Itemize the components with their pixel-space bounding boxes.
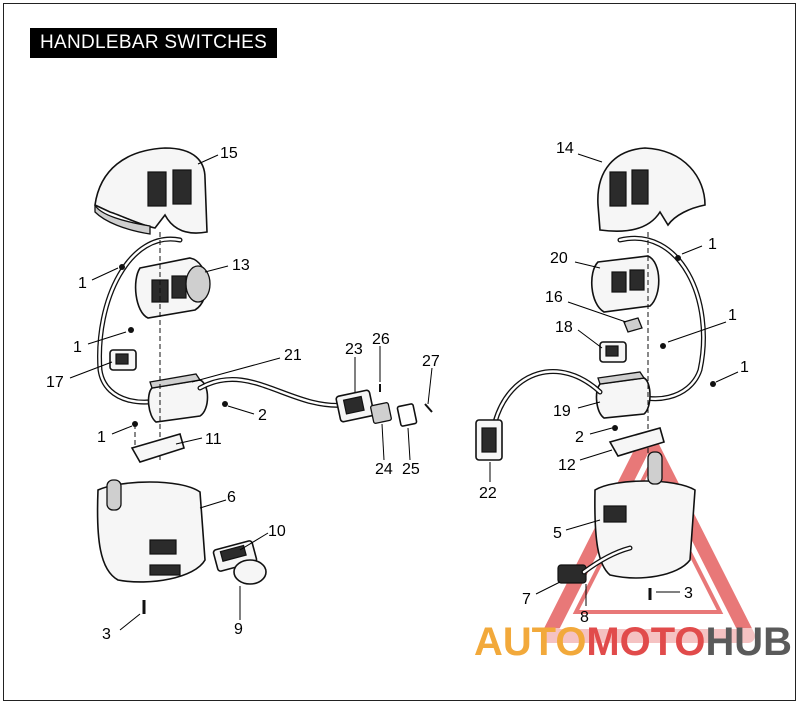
right-switch-assembly: [475, 147, 716, 600]
callout-5: 5: [553, 525, 562, 542]
terminal-24: [370, 402, 392, 424]
callout-7: 7: [522, 591, 531, 608]
callout-16: 16: [545, 289, 563, 306]
callout-labels: 15 1 13 1 17 21 23 26 27 2 1 11 24 25 6 …: [46, 140, 749, 643]
callout-26: 26: [372, 331, 390, 348]
callout-23: 23: [345, 341, 363, 358]
callout-22: 22: [479, 485, 497, 502]
callout-12: 12: [558, 457, 576, 474]
callout-24: 24: [375, 461, 393, 478]
right-lower-housing-5: [594, 451, 696, 579]
callout-8: 8: [580, 609, 589, 626]
connector-22: [475, 419, 503, 461]
left-switch-assembly: [94, 147, 433, 614]
page-title: HANDLEBAR SWITCHES: [40, 32, 268, 53]
title-banner: HANDLEBAR SWITCHES: [30, 28, 278, 58]
bracket-11: [130, 433, 185, 463]
right-upper-housing-14: [597, 147, 706, 232]
callout-2: 2: [575, 429, 584, 446]
callout-19: 19: [553, 403, 571, 420]
watermark-logo: AUTOMOTOHUB: [474, 620, 794, 664]
callout-27: 27: [422, 353, 440, 370]
callout-1: 1: [728, 307, 737, 324]
bracket-12: [608, 427, 665, 457]
callout-15: 15: [220, 145, 238, 162]
callout-20: 20: [550, 250, 568, 267]
connector-7-8: [557, 545, 633, 584]
leader-lines: [69, 153, 739, 631]
left-switch-block-21: [147, 373, 209, 423]
left-switch-module-13: [134, 257, 211, 319]
callout-1: 1: [78, 275, 87, 292]
callout-3: 3: [102, 626, 111, 643]
callout-3: 3: [684, 585, 693, 602]
connector-23: [335, 389, 375, 423]
callout-18: 18: [555, 319, 573, 336]
callout-25: 25: [402, 461, 420, 478]
watermark-auto: AUTO: [474, 620, 586, 664]
callout-13: 13: [232, 257, 250, 274]
right-switch-18: [599, 341, 627, 363]
pin-27: [424, 403, 433, 413]
right-switch-module-20: [591, 255, 660, 313]
callout-2: 2: [258, 407, 267, 424]
callout-10: 10: [268, 523, 286, 540]
callout-9: 9: [234, 621, 243, 638]
right-screws: [612, 255, 716, 431]
callout-6: 6: [227, 489, 236, 506]
left-upper-housing: [94, 147, 208, 235]
callout-21: 21: [284, 347, 302, 364]
right-switch-block-19: [595, 371, 651, 419]
watermark-moto: MOTO: [586, 620, 705, 664]
svg-text:AUTOMOTOHUB: AUTOMOTOHUB: [474, 620, 792, 664]
callout-1: 1: [73, 339, 82, 356]
callout-17: 17: [46, 374, 64, 391]
callout-1: 1: [97, 429, 106, 446]
watermark-hub: HUB: [705, 620, 792, 664]
connector-10: [212, 540, 267, 585]
right-part-16: [623, 317, 643, 333]
left-lower-housing-6: [96, 479, 206, 583]
callout-1: 1: [740, 359, 749, 376]
callout-11: 11: [205, 431, 222, 448]
callout-1: 1: [708, 236, 717, 253]
left-small-switch-17: [109, 349, 137, 371]
left-screws: [119, 264, 228, 427]
callout-14: 14: [556, 140, 574, 157]
seal-25: [396, 403, 418, 427]
